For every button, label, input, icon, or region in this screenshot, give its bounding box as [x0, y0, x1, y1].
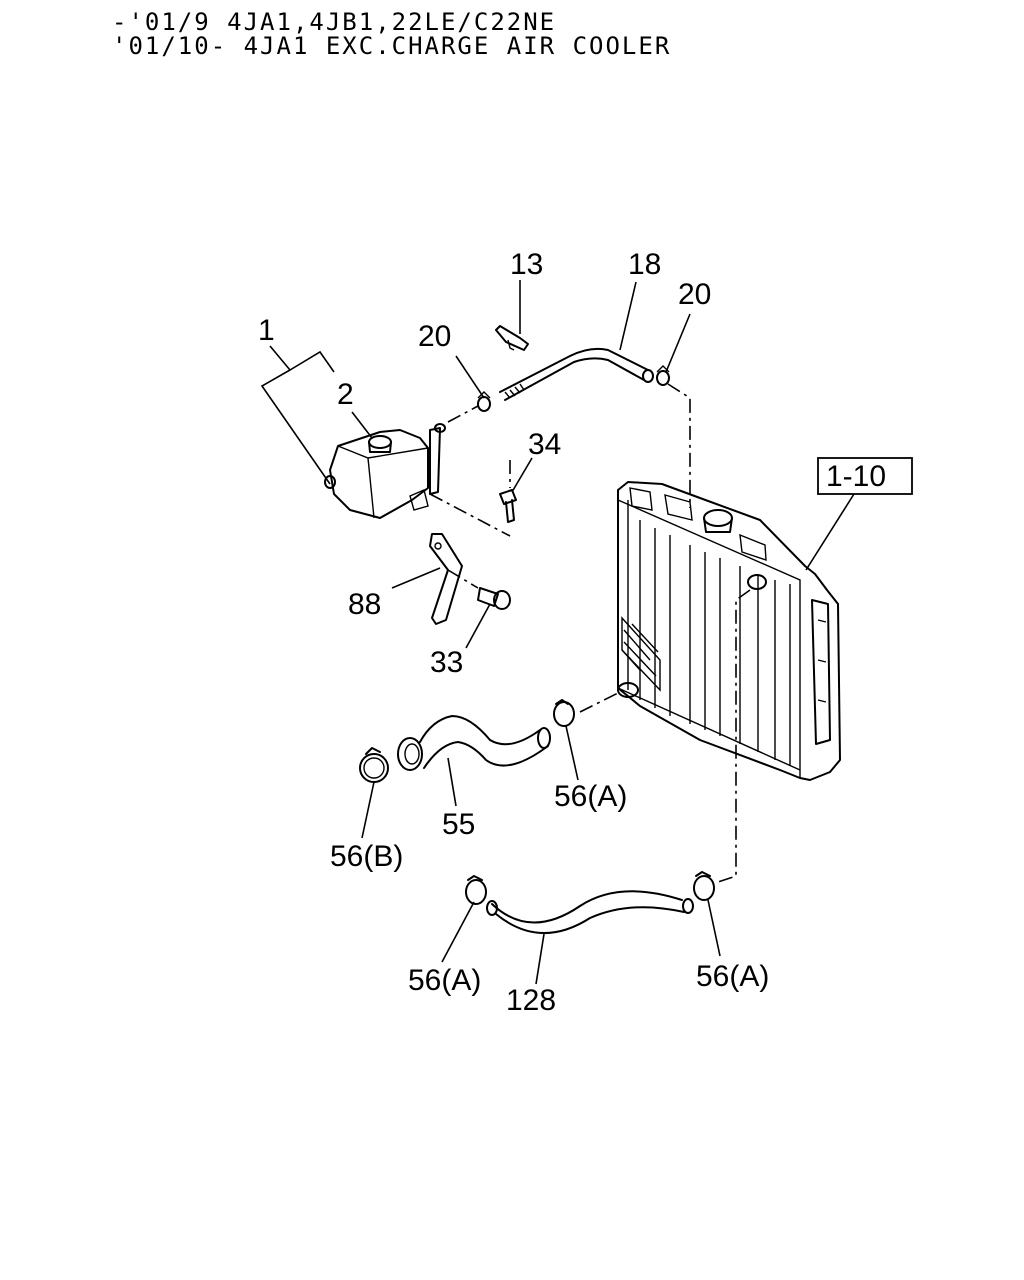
hose-clamp-56b [359, 747, 389, 783]
callout-128: 128 [506, 984, 556, 1017]
radiator-assembly [617, 481, 841, 781]
callout-56a-lower-left: 56(A) [408, 964, 481, 997]
lower-radiator-hose [486, 890, 694, 935]
callout-56a-lower-right: 56(A) [696, 960, 769, 993]
assembly-line [429, 493, 511, 537]
hose-clamp-20-left [477, 396, 491, 412]
callout-18: 18 [628, 248, 661, 281]
callout-2: 2 [337, 378, 354, 411]
callout-1: 1 [258, 314, 275, 347]
overflow-hose [499, 347, 654, 401]
assembly-line [447, 569, 479, 589]
callout-1-10: 1-10 [826, 460, 886, 493]
assembly-line [717, 589, 751, 883]
callout-88: 88 [348, 588, 381, 621]
hose-clip [495, 325, 529, 351]
callout-20-right: 20 [678, 278, 711, 311]
callout-34: 34 [528, 428, 561, 461]
callout-56a-upper: 56(A) [554, 780, 627, 813]
hose-clamp-56a-lower-right [693, 871, 715, 901]
hose-clamp-56a-lower-left [465, 875, 487, 905]
callout-20-left: 20 [418, 320, 451, 353]
callout-box-1-10 [817, 457, 913, 495]
applicability-line-2: '01/10- 4JA1 EXC.CHARGE AIR COOLER [112, 32, 672, 60]
callout-55: 55 [442, 808, 475, 841]
assembly-line [579, 691, 621, 713]
hose-clamp-56a-upper [553, 699, 575, 727]
bracket-88 [429, 533, 463, 625]
callout-56b: 56(B) [330, 840, 403, 873]
applicability-line-1: -'01/9 4JA1,4JB1,22LE/C22NE [112, 8, 557, 36]
assembly-line [667, 383, 691, 508]
bolt-34 [499, 489, 517, 523]
callout-13: 13 [510, 248, 543, 281]
reserve-tank [324, 423, 446, 519]
upper-radiator-hose [397, 715, 551, 771]
assembly-line [447, 405, 479, 423]
hose-clamp-20-right [656, 370, 670, 386]
callout-33: 33 [430, 646, 463, 679]
bolt-33 [477, 587, 511, 610]
